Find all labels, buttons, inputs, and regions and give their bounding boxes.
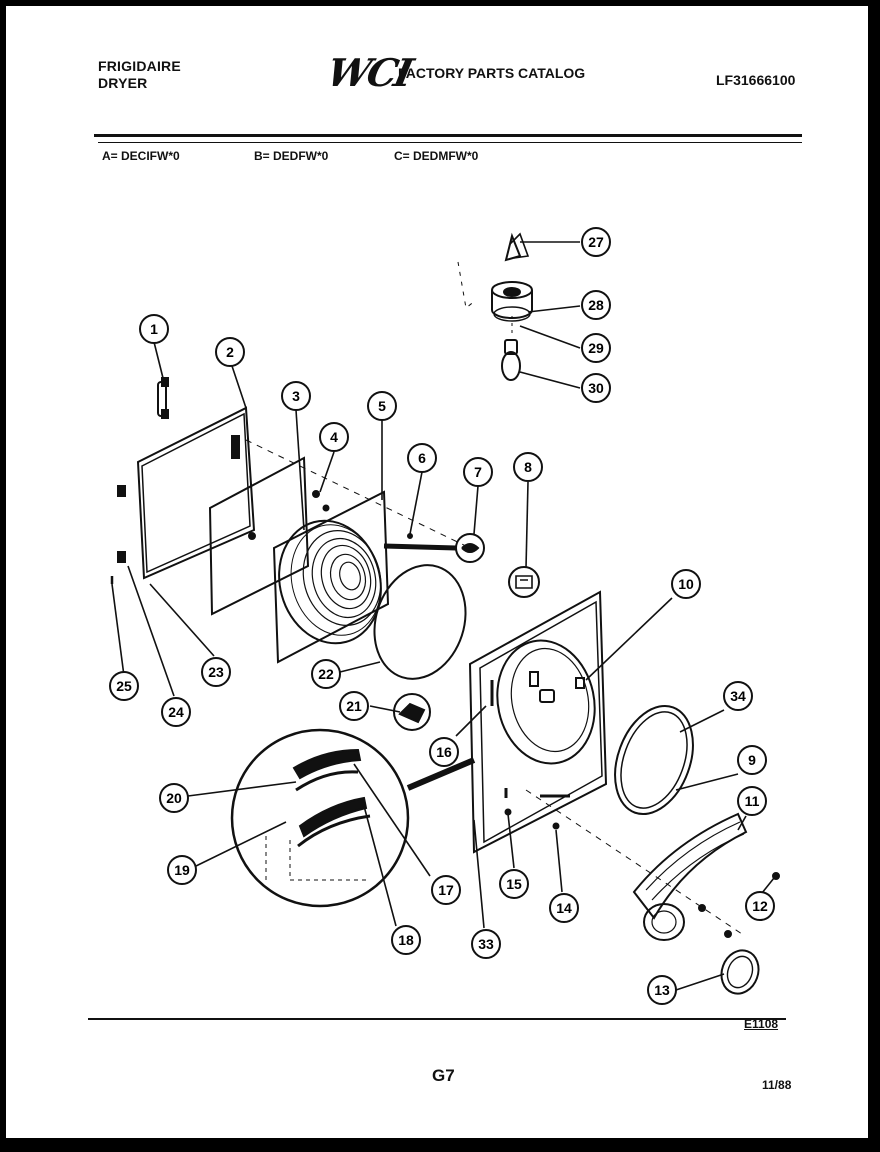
appliance-type: DRYER: [98, 75, 148, 91]
callout-10: 10: [671, 569, 701, 599]
callout-label: 28: [588, 297, 604, 313]
callout-18: 18: [391, 925, 421, 955]
callout-17: 17: [431, 875, 461, 905]
callout-label: 33: [478, 936, 494, 952]
callout-6: 6: [407, 443, 437, 473]
callout-label: 19: [174, 862, 190, 878]
callout-24: 24: [161, 697, 191, 727]
callout-label: 3: [292, 388, 300, 404]
callout-28: 28: [581, 290, 611, 320]
callout-34: 34: [723, 681, 753, 711]
callout-16: 16: [429, 737, 459, 767]
part-liner-sheet: [208, 456, 310, 616]
callout-13: 13: [647, 975, 677, 1005]
callout-22: 22: [311, 659, 341, 689]
model-c: C= DEDMFW*0: [394, 149, 479, 163]
callout-label: 21: [346, 698, 362, 714]
part-lint-duct: [632, 812, 748, 920]
callout-label: 14: [556, 900, 572, 916]
part-bearing-ring: [614, 704, 694, 816]
parts-catalog-page: FRIGIDAIRE DRYER WCI FACTORY PARTS CATAL…: [6, 6, 868, 1138]
catalog-title: FACTORY PARTS CATALOG: [398, 65, 586, 81]
callout-23: 23: [201, 657, 231, 687]
footer-rule: [88, 1018, 786, 1020]
callout-label: 16: [436, 744, 452, 760]
callout-label: 11: [745, 793, 760, 809]
callout-label: 5: [378, 398, 386, 414]
callout-27: 27: [581, 227, 611, 257]
brand-name: FRIGIDAIRE: [98, 58, 181, 74]
callout-label: 34: [730, 688, 746, 704]
leader-lines: [111, 241, 775, 991]
callout-label: 18: [398, 932, 414, 948]
part-front-panel: [468, 590, 608, 854]
callout-label: 13: [654, 982, 670, 998]
callout-14: 14: [549, 893, 579, 923]
model-b: B= DEDFW*0: [254, 149, 329, 163]
callout-15: 15: [499, 869, 529, 899]
callout-9: 9: [737, 745, 767, 775]
brand-block: FRIGIDAIRE DRYER: [98, 58, 181, 92]
callout-7: 7: [463, 457, 493, 487]
callout-label: 25: [116, 678, 132, 694]
drawing-code: E1108: [744, 1017, 779, 1031]
callout-label: 6: [418, 450, 426, 466]
detail-magnifier: [230, 728, 410, 908]
callout-11: 11: [737, 786, 767, 816]
header-rule: [94, 134, 802, 137]
callout-21: 21: [339, 691, 369, 721]
callout-29: 29: [581, 333, 611, 363]
callout-label: 30: [588, 380, 604, 396]
callout-25: 25: [109, 671, 139, 701]
callout-4: 4: [319, 422, 349, 452]
callout-label: 8: [524, 459, 532, 475]
callout-33: 33: [471, 929, 501, 959]
callout-20: 20: [159, 783, 189, 813]
callout-label: 22: [318, 666, 334, 682]
header-rule-thin: [98, 142, 802, 143]
callout-label: 4: [330, 429, 338, 445]
callout-label: 12: [752, 898, 768, 914]
part-inner-door: [272, 490, 390, 664]
callout-12: 12: [745, 891, 775, 921]
callout-30: 30: [581, 373, 611, 403]
callout-1: 1: [139, 314, 169, 344]
callout-3: 3: [281, 381, 311, 411]
callout-label: 10: [678, 576, 694, 592]
callout-label: 2: [226, 344, 234, 360]
callout-label: 29: [588, 340, 604, 356]
model-a: A= DECIFW*0: [102, 149, 180, 163]
callout-label: 7: [474, 464, 482, 480]
callout-label: 23: [208, 664, 224, 680]
part-door-seal: [373, 564, 467, 680]
callout-label: 1: [150, 321, 158, 337]
callout-2: 2: [215, 337, 245, 367]
callout-label: 15: [506, 876, 522, 892]
callout-label: 27: [588, 234, 604, 250]
callout-5: 5: [367, 391, 397, 421]
part-door-outer: [136, 406, 256, 580]
callout-label: 17: [438, 882, 454, 898]
catalog-number: LF31666100: [716, 72, 796, 88]
exploded-diagram: 1234567891011121314151617181920212223242…: [109, 227, 780, 1005]
part-handle: [157, 377, 169, 419]
print-date: 11/88: [762, 1078, 792, 1092]
callout-label: 20: [166, 790, 182, 806]
callout-label: 24: [168, 704, 184, 720]
callout-8: 8: [513, 452, 543, 482]
page-number: G7: [432, 1066, 455, 1085]
callout-19: 19: [167, 855, 197, 885]
callout-label: 9: [748, 752, 756, 768]
